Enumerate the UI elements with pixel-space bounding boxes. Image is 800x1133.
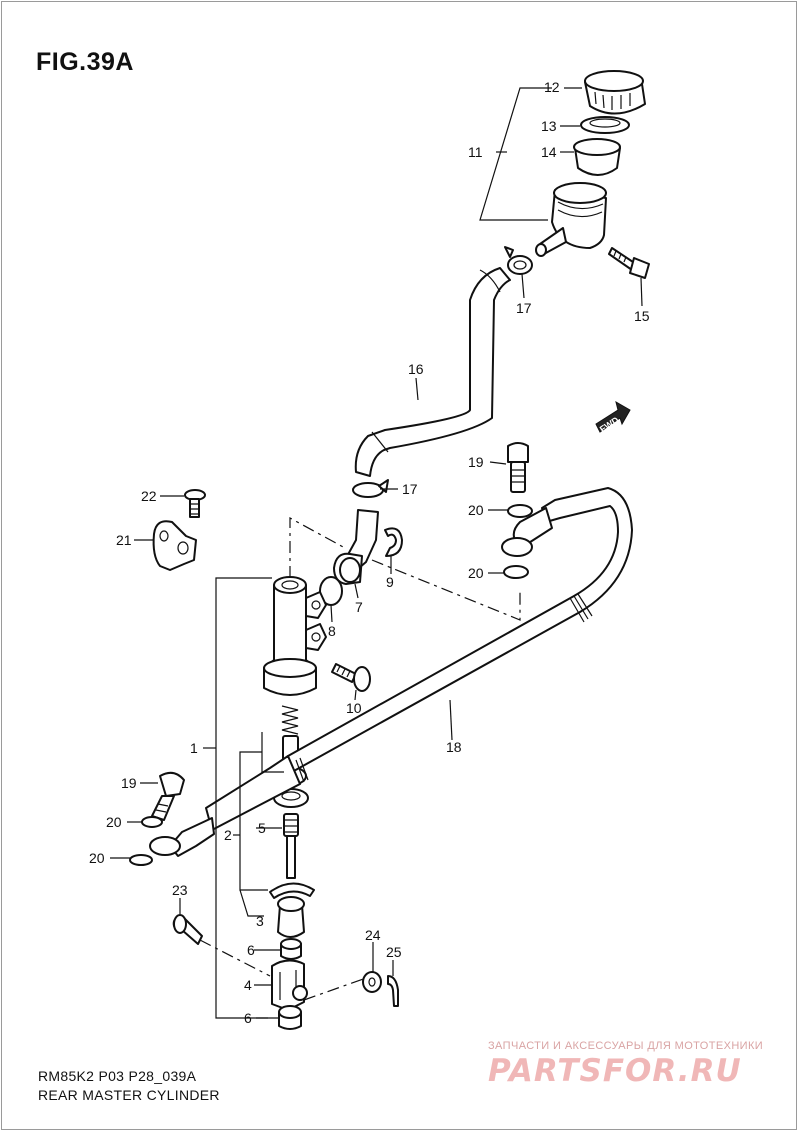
reservoir-hose-16 bbox=[354, 267, 511, 477]
callout-17-top: 17 bbox=[516, 300, 532, 316]
bolt-15 bbox=[608, 247, 650, 279]
clevis-4 bbox=[271, 959, 308, 1011]
callout-18: 18 bbox=[446, 739, 462, 755]
diagram-code: RM85K2 P03 P28_039A bbox=[38, 1068, 197, 1084]
bolt-22 bbox=[184, 489, 206, 518]
push-rod-5 bbox=[283, 813, 299, 879]
banjo-lower bbox=[149, 817, 215, 857]
bolt-10 bbox=[331, 663, 371, 692]
callout-20-b: 20 bbox=[468, 565, 484, 581]
washer-20-a bbox=[507, 504, 533, 518]
washer-20-b bbox=[503, 565, 529, 579]
banjo-bolt-19-lower bbox=[151, 771, 185, 821]
callout-20-d: 20 bbox=[89, 850, 105, 866]
cotter-pin-25 bbox=[387, 975, 399, 1007]
assembly-lines bbox=[199, 516, 521, 1001]
union-7 bbox=[333, 509, 379, 585]
brake-hose-18 bbox=[205, 487, 633, 831]
callout-16: 16 bbox=[408, 361, 424, 377]
callout-labels: 12 13 14 11 17 15 16 19 17 20 20 22 21 9… bbox=[89, 79, 650, 1026]
callout-1: 1 bbox=[190, 740, 198, 756]
callout-20-c: 20 bbox=[106, 814, 122, 830]
spring bbox=[281, 705, 299, 735]
reservoir-cap-12 bbox=[584, 70, 646, 115]
callout-21: 21 bbox=[116, 532, 132, 548]
circlip-9 bbox=[384, 527, 403, 557]
washer-24 bbox=[362, 971, 382, 993]
callout-22: 22 bbox=[141, 488, 157, 504]
callout-19-lower: 19 bbox=[121, 775, 137, 791]
callout-13: 13 bbox=[541, 118, 557, 134]
callout-3: 3 bbox=[256, 913, 264, 929]
callout-4: 4 bbox=[244, 977, 252, 993]
callout-9: 9 bbox=[386, 574, 394, 590]
master-cylinder-body bbox=[263, 576, 327, 696]
reservoir-body bbox=[535, 182, 607, 257]
callout-24: 24 bbox=[365, 927, 381, 943]
callout-6-bottom: 6 bbox=[244, 1010, 252, 1026]
bracket-21 bbox=[152, 520, 197, 571]
diaphragm-14 bbox=[573, 138, 621, 176]
callout-11: 11 bbox=[468, 144, 483, 160]
callout-19-upper: 19 bbox=[468, 454, 484, 470]
fwd-arrow-icon: FWD bbox=[595, 400, 631, 434]
leader-lines bbox=[110, 87, 643, 1019]
banjo-upper bbox=[501, 507, 553, 557]
circlip-large bbox=[269, 882, 315, 899]
callout-10: 10 bbox=[346, 700, 362, 716]
callout-23: 23 bbox=[172, 882, 188, 898]
watermark-tagline: ЗАПЧАСТИ И АКСЕССУАРЫ ДЛЯ МОТОТЕХНИКИ bbox=[488, 1040, 764, 1052]
banjo-bolt-19-upper bbox=[507, 442, 529, 493]
callout-25: 25 bbox=[386, 944, 402, 960]
callout-12: 12 bbox=[544, 79, 560, 95]
callout-15: 15 bbox=[634, 308, 650, 324]
diagram-caption: REAR MASTER CYLINDER bbox=[38, 1087, 220, 1103]
diaphragm-plate-13 bbox=[580, 116, 630, 134]
clamp-17-top bbox=[504, 246, 533, 275]
callout-7: 7 bbox=[355, 599, 363, 615]
callout-17-bottom: 17 bbox=[402, 481, 418, 497]
nut-6-top bbox=[280, 938, 302, 960]
figure-title: FIG.39A bbox=[36, 48, 134, 76]
nut-6-bottom bbox=[278, 1005, 302, 1030]
callout-2: 2 bbox=[224, 827, 232, 843]
washer-20-c bbox=[141, 816, 163, 828]
watermark-logo: PARTSFOR.RU bbox=[488, 1053, 742, 1089]
callout-14: 14 bbox=[541, 144, 557, 160]
callout-6-top: 6 bbox=[247, 942, 255, 958]
boot-3 bbox=[277, 896, 305, 938]
callout-5: 5 bbox=[258, 820, 266, 836]
callout-8: 8 bbox=[328, 623, 336, 639]
callout-20-a: 20 bbox=[468, 502, 484, 518]
washer-20-d bbox=[129, 854, 153, 866]
pin-23 bbox=[172, 914, 203, 945]
